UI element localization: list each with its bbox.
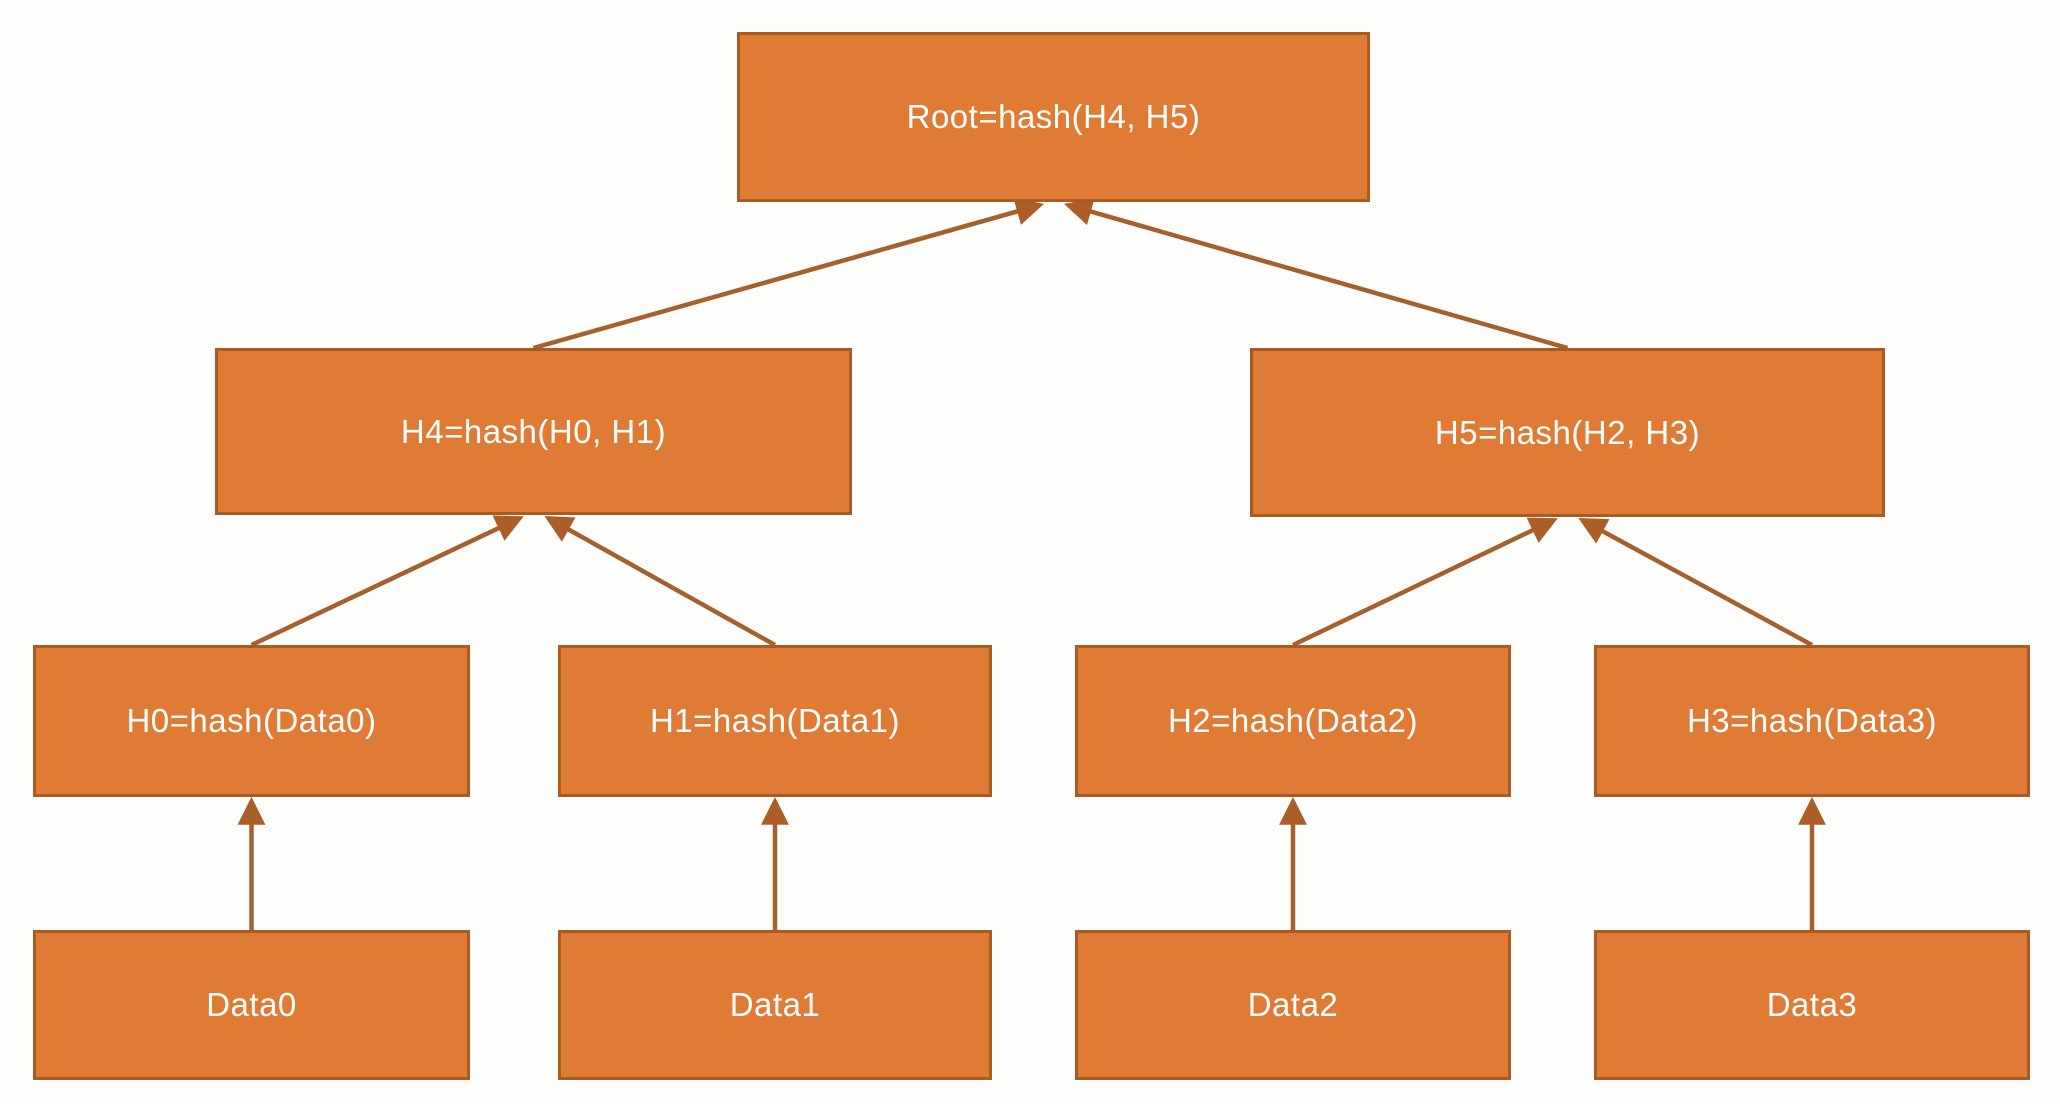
node-h0-hash-label: H0=hash(Data0)	[126, 702, 377, 739]
node-data0-label: Data0	[206, 986, 297, 1023]
arrow-h5-to-root	[1063, 198, 1569, 351]
node-root-hash: Root=hash(H4, H5)	[737, 32, 1370, 202]
node-h2-hash-label: H2=hash(Data2)	[1167, 702, 1419, 739]
node-h5-hash: H5=hash(H2, H3)	[1250, 348, 1885, 517]
node-data1-label: Data1	[729, 986, 821, 1023]
arrow-h1-to-h4	[544, 515, 777, 647]
node-h1-hash: H1=hash(Data1)	[558, 645, 992, 797]
arrow-h3-to-h5	[1578, 518, 1814, 647]
node-h2-hash: H2=hash(Data2)	[1075, 645, 1511, 797]
node-h3-hash-label: H3=hash(Data3)	[1686, 702, 1938, 739]
node-data2-label: Data2	[1247, 986, 1339, 1023]
node-data3-label: Data3	[1766, 986, 1858, 1023]
arrow-h2-to-h5	[1292, 517, 1558, 648]
node-h5-hash-label: H5=hash(H2, H3)	[1434, 413, 1701, 451]
node-h3-hash: H3=hash(Data3)	[1594, 645, 2030, 797]
node-data3: Data3	[1594, 930, 2030, 1080]
node-root-hash-label: Root=hash(H4, H5)	[906, 98, 1201, 135]
node-data2: Data2	[1075, 930, 1511, 1080]
node-h1-hash-label: H1=hash(Data1)	[649, 702, 901, 739]
node-h4-hash: H4=hash(H0, H1)	[215, 348, 852, 515]
arrow-h0-to-h4	[250, 515, 524, 648]
node-data1: Data1	[558, 930, 992, 1080]
node-h4-hash-label: H4=hash(H0, H1)	[400, 412, 667, 450]
node-data0: Data0	[33, 930, 470, 1080]
node-h0-hash: H0=hash(Data0)	[33, 645, 470, 797]
arrow-h4-to-root	[532, 198, 1045, 351]
